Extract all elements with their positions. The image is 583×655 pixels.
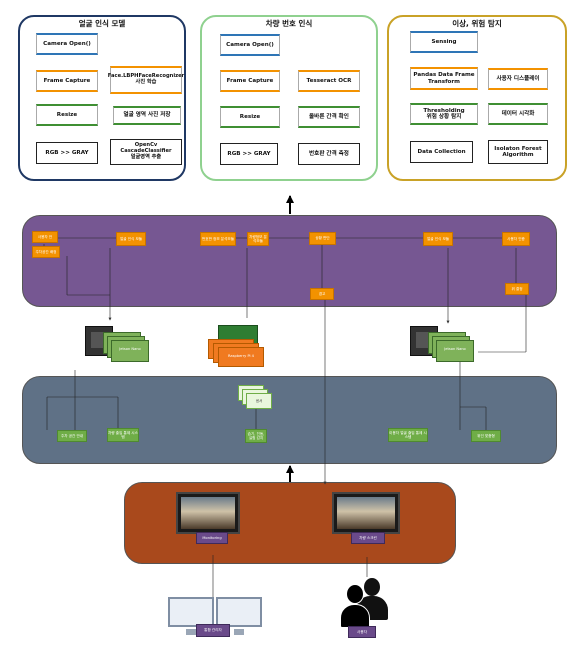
plate-gap-measure: 번호판 간격 측정 xyxy=(298,143,360,165)
purple-box-3: 주차공간 배정 xyxy=(32,246,60,258)
slate-box-5: 위인 맞춤형 xyxy=(471,430,501,442)
jetson-nano-board-icon: Jetson Nano xyxy=(410,322,476,372)
sensor-icon: 센서 xyxy=(238,385,274,411)
anomaly-data-visualization: 데이터 시각화 xyxy=(488,103,548,125)
purple-box-8: 얼굴 인식 모듈 xyxy=(423,232,453,246)
face-save-area: 얼굴 영역 사진 저장 xyxy=(113,106,181,125)
purple-box-1: 사용자 안 xyxy=(32,231,58,243)
anomaly-pandas-transform: Pandas Data Frame Transform xyxy=(410,67,478,90)
anomaly-user-display: 사용자 디스플레이 xyxy=(488,68,548,90)
plate-tesseract-ocr: Tesseract OCR xyxy=(298,70,360,92)
purple-box-4: 번호판 정보 분석모듈 xyxy=(200,232,236,246)
plate-panel-title: 차량 번호 인식 xyxy=(265,19,313,28)
users-silhouette-icon xyxy=(340,576,390,628)
raspberry-pi-board-icon: Raspberry Pi 4 xyxy=(208,325,276,367)
jetson-label-left: Jetson Nano xyxy=(119,347,141,351)
user-label: 사용자 xyxy=(348,626,376,638)
face-frame-capture: Frame Capture xyxy=(36,70,98,92)
slate-box-4: 이용자 얼굴 출입 통제 시스템 xyxy=(388,428,428,442)
anomaly-data-collection: Data Collection xyxy=(410,141,473,163)
face-camera-open: Camera Open() xyxy=(36,33,98,55)
plate-frame-capture: Frame Capture xyxy=(220,70,280,92)
jetson-label-right: Jetson Nano xyxy=(444,347,466,351)
plate-gap-check: 올바른 간격 확인 xyxy=(298,106,360,128)
purple-box-10: 위 결정 xyxy=(505,283,529,295)
face-rgb-gray: RGB >> GRAY xyxy=(36,142,98,164)
monitor-icon xyxy=(176,492,240,534)
car-screen-label: 차량 스크린 xyxy=(351,532,385,544)
face-panel-title: 얼굴 인식 모델 xyxy=(78,19,126,28)
anomaly-thresholding: Thresholding 위험 상황 탐지 xyxy=(410,103,478,125)
monitor-icon xyxy=(332,492,400,534)
sensor-label: 센서 xyxy=(246,393,272,409)
monitoring-label: Monitoring xyxy=(196,532,228,544)
anomaly-isolation-forest: Isolaton Forest Algorithm xyxy=(488,140,548,164)
raspberry-label: Raspberry Pi 4 xyxy=(228,354,254,358)
purple-box-6: 상황 판단 xyxy=(309,232,336,245)
purple-box-7: 경고 xyxy=(310,288,334,300)
slate-box-1: 주차 공간 안내 xyxy=(57,430,87,442)
slate-box-2: 차량 출입 통제 시스템 xyxy=(107,428,139,442)
anomaly-panel-title: 이상, 위험 탐지 xyxy=(452,19,502,28)
face-resize: Resize xyxy=(36,104,98,126)
face-cascade-classifier: OpenCv CascadeClassifier 얼굴영역 추출 xyxy=(110,139,182,165)
plate-resize: Resize xyxy=(220,106,280,128)
plate-rgb-gray: RGB >> GRAY xyxy=(220,143,278,165)
face-lbph-recognizer: Face.LBPHFaceRecognizer 사진 학습 xyxy=(108,66,184,94)
admin-label: 통합 관리자 xyxy=(196,624,230,637)
dual-monitor-icon xyxy=(168,597,264,641)
purple-box-2: 얼굴 인식 모듈 xyxy=(116,232,146,246)
purple-box-9: 사용자 인증 xyxy=(502,232,530,246)
jetson-nano-board-icon: Jetson Nano xyxy=(85,322,151,372)
anomaly-sensing: Sensing xyxy=(410,31,478,53)
slate-box-3: 습기, 진동, 실험 감지 xyxy=(245,429,267,443)
purple-box-5: 차량정보 분석모듈 xyxy=(247,232,269,246)
plate-camera-open: Camera Open() xyxy=(220,34,280,56)
